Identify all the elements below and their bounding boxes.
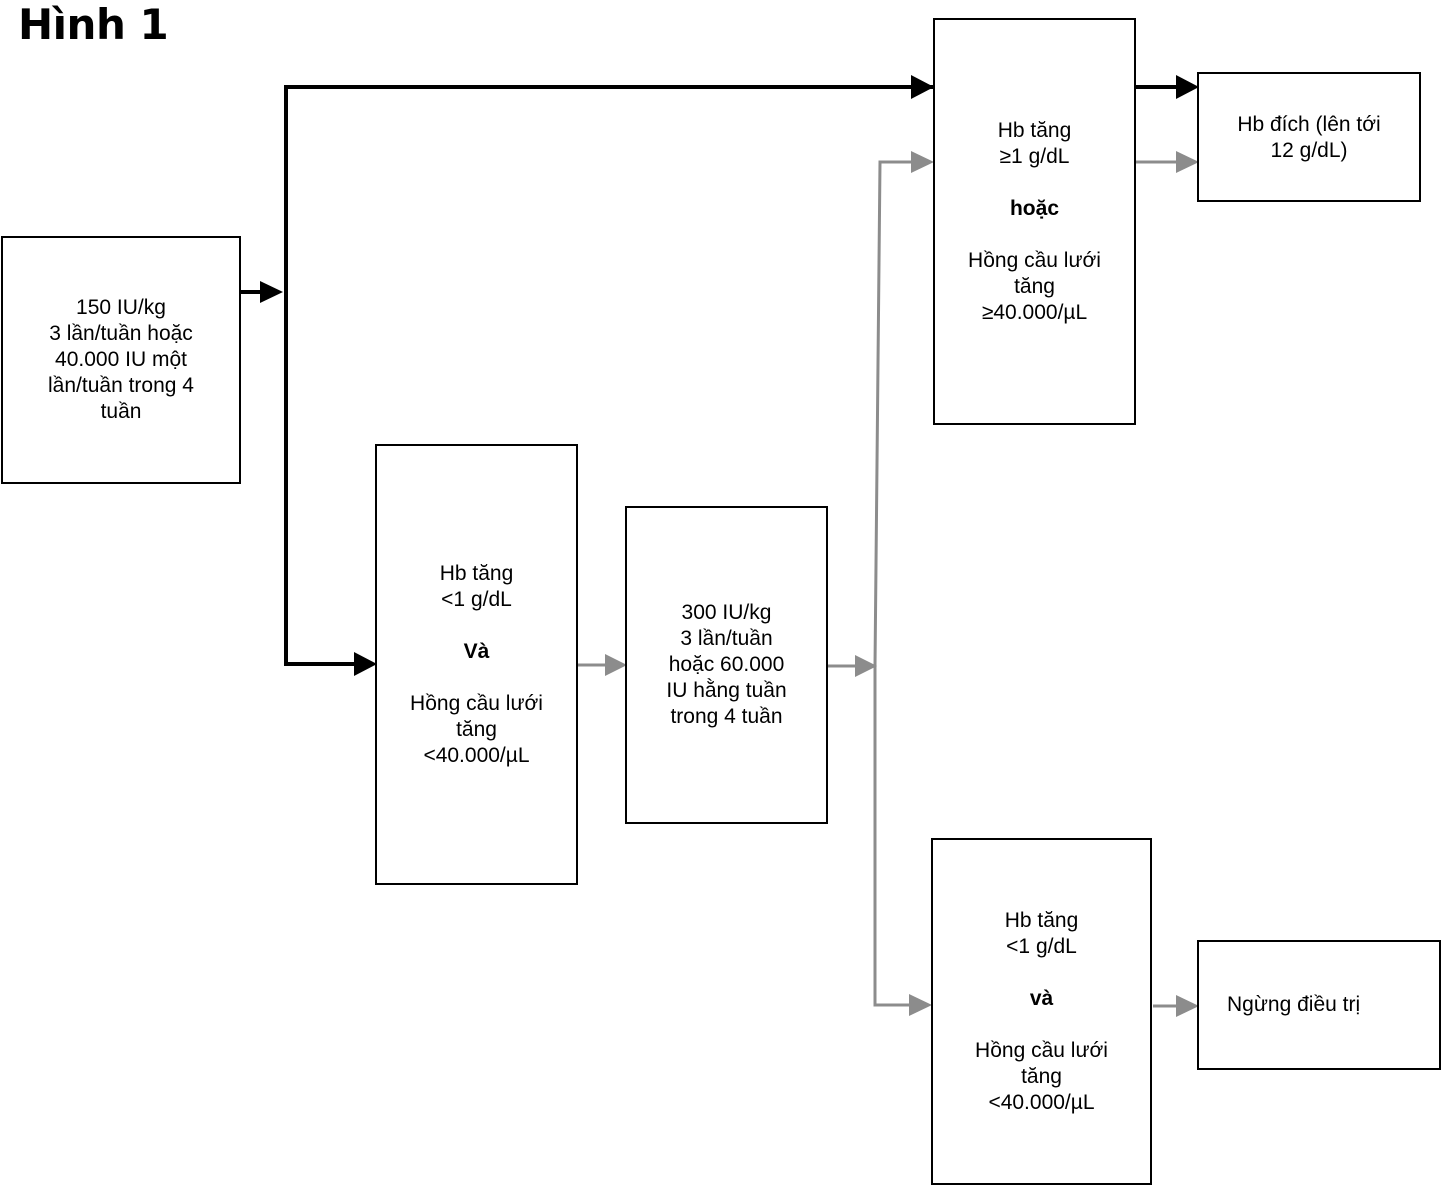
start-line-4: lần/tuần trong 4	[48, 374, 194, 397]
low1-line-5: <40.000/µL	[423, 743, 530, 767]
low-response-box-2: Hb tăng <1 g/dL và Hồng cầu lưới tăng <4…	[931, 838, 1152, 1185]
dose2-line-2: 3 lần/tuần	[680, 627, 773, 650]
up-arrowhead	[911, 151, 934, 173]
dose2-line-1: 300 IU/kg	[681, 601, 772, 624]
low2-line-4: tăng	[1021, 1064, 1062, 1088]
low2-connector: và	[1029, 986, 1054, 1010]
down-arrowhead	[909, 994, 932, 1016]
start-line-3: 40.000 IU một	[55, 348, 187, 371]
start-line-5: tuần	[100, 400, 142, 423]
low2-line-5: <40.000/µL	[988, 1090, 1095, 1114]
stop-arrowhead	[1176, 995, 1199, 1017]
primary-path	[241, 85, 1178, 666]
target-line-2: 12 g/dL)	[1270, 139, 1348, 162]
low-response-arrowhead	[354, 652, 377, 676]
low1-line-1: Hb tăng	[439, 561, 514, 585]
target-grey-arrowhead	[1176, 151, 1199, 173]
dose2-line-5: trong 4 tuần	[670, 705, 783, 728]
start-arrowhead	[260, 281, 283, 303]
start-line-2: 3 lần/tuần hoặc	[49, 322, 193, 345]
primary-arrowheads	[260, 75, 1199, 676]
start-dose-box: 150 IU/kg 3 lần/tuần hoặc 40.000 IU một …	[1, 236, 241, 484]
resp-line-2: ≥1 g/dL	[999, 144, 1070, 168]
response-arrowhead	[911, 75, 934, 99]
low1-connector: Và	[463, 639, 490, 663]
branch-trunk-line	[284, 85, 934, 666]
secondary-path	[578, 160, 1178, 1008]
low2-line-2: <1 g/dL	[1006, 934, 1077, 958]
figure-title: Hình 1	[18, 0, 169, 49]
stop-treatment-box: Ngừng điều trị	[1197, 940, 1441, 1070]
low1-line-2: <1 g/dL	[441, 587, 512, 611]
dose2-line-4: IU hằng tuần	[666, 679, 787, 702]
split-up-line	[873, 160, 912, 667]
resp-line-3: Hồng cầu lưới	[968, 248, 1101, 272]
low1-line-3: Hồng cầu lưới	[410, 691, 543, 715]
low1-line-4: tăng	[456, 717, 497, 741]
dose2-arrowhead	[605, 654, 627, 676]
target-line-1: Hb đích (lên tới	[1237, 113, 1381, 136]
resp-connector: hoặc	[1009, 196, 1059, 220]
resp-line-1: Hb tăng	[997, 118, 1072, 142]
low2-line-3: Hồng cầu lưới	[975, 1038, 1108, 1062]
split-arrowhead	[855, 655, 877, 677]
stop-label: Ngừng điều trị	[1227, 993, 1361, 1016]
target-arrowhead	[1176, 75, 1199, 99]
start-line-1: 150 IU/kg	[76, 296, 166, 319]
secondary-arrowheads	[605, 151, 1199, 1017]
low-response-box-1: Hb tăng <1 g/dL Và Hồng cầu lưới tăng <4…	[375, 444, 578, 885]
resp-line-4: tăng	[1014, 274, 1055, 298]
resp-line-5: ≥40.000/µL	[981, 300, 1088, 324]
response-box: Hb tăng ≥1 g/dL hoặc Hồng cầu lưới tăng …	[933, 18, 1136, 425]
dose-increase-box: 300 IU/kg 3 lần/tuần hoặc 60.000 IU hằng…	[625, 506, 828, 824]
dose2-line-3: hoặc 60.000	[668, 653, 785, 676]
split-down-line	[873, 666, 910, 1007]
target-hb-box: Hb đích (lên tới 12 g/dL)	[1197, 72, 1421, 202]
low2-line-1: Hb tăng	[1004, 908, 1079, 932]
